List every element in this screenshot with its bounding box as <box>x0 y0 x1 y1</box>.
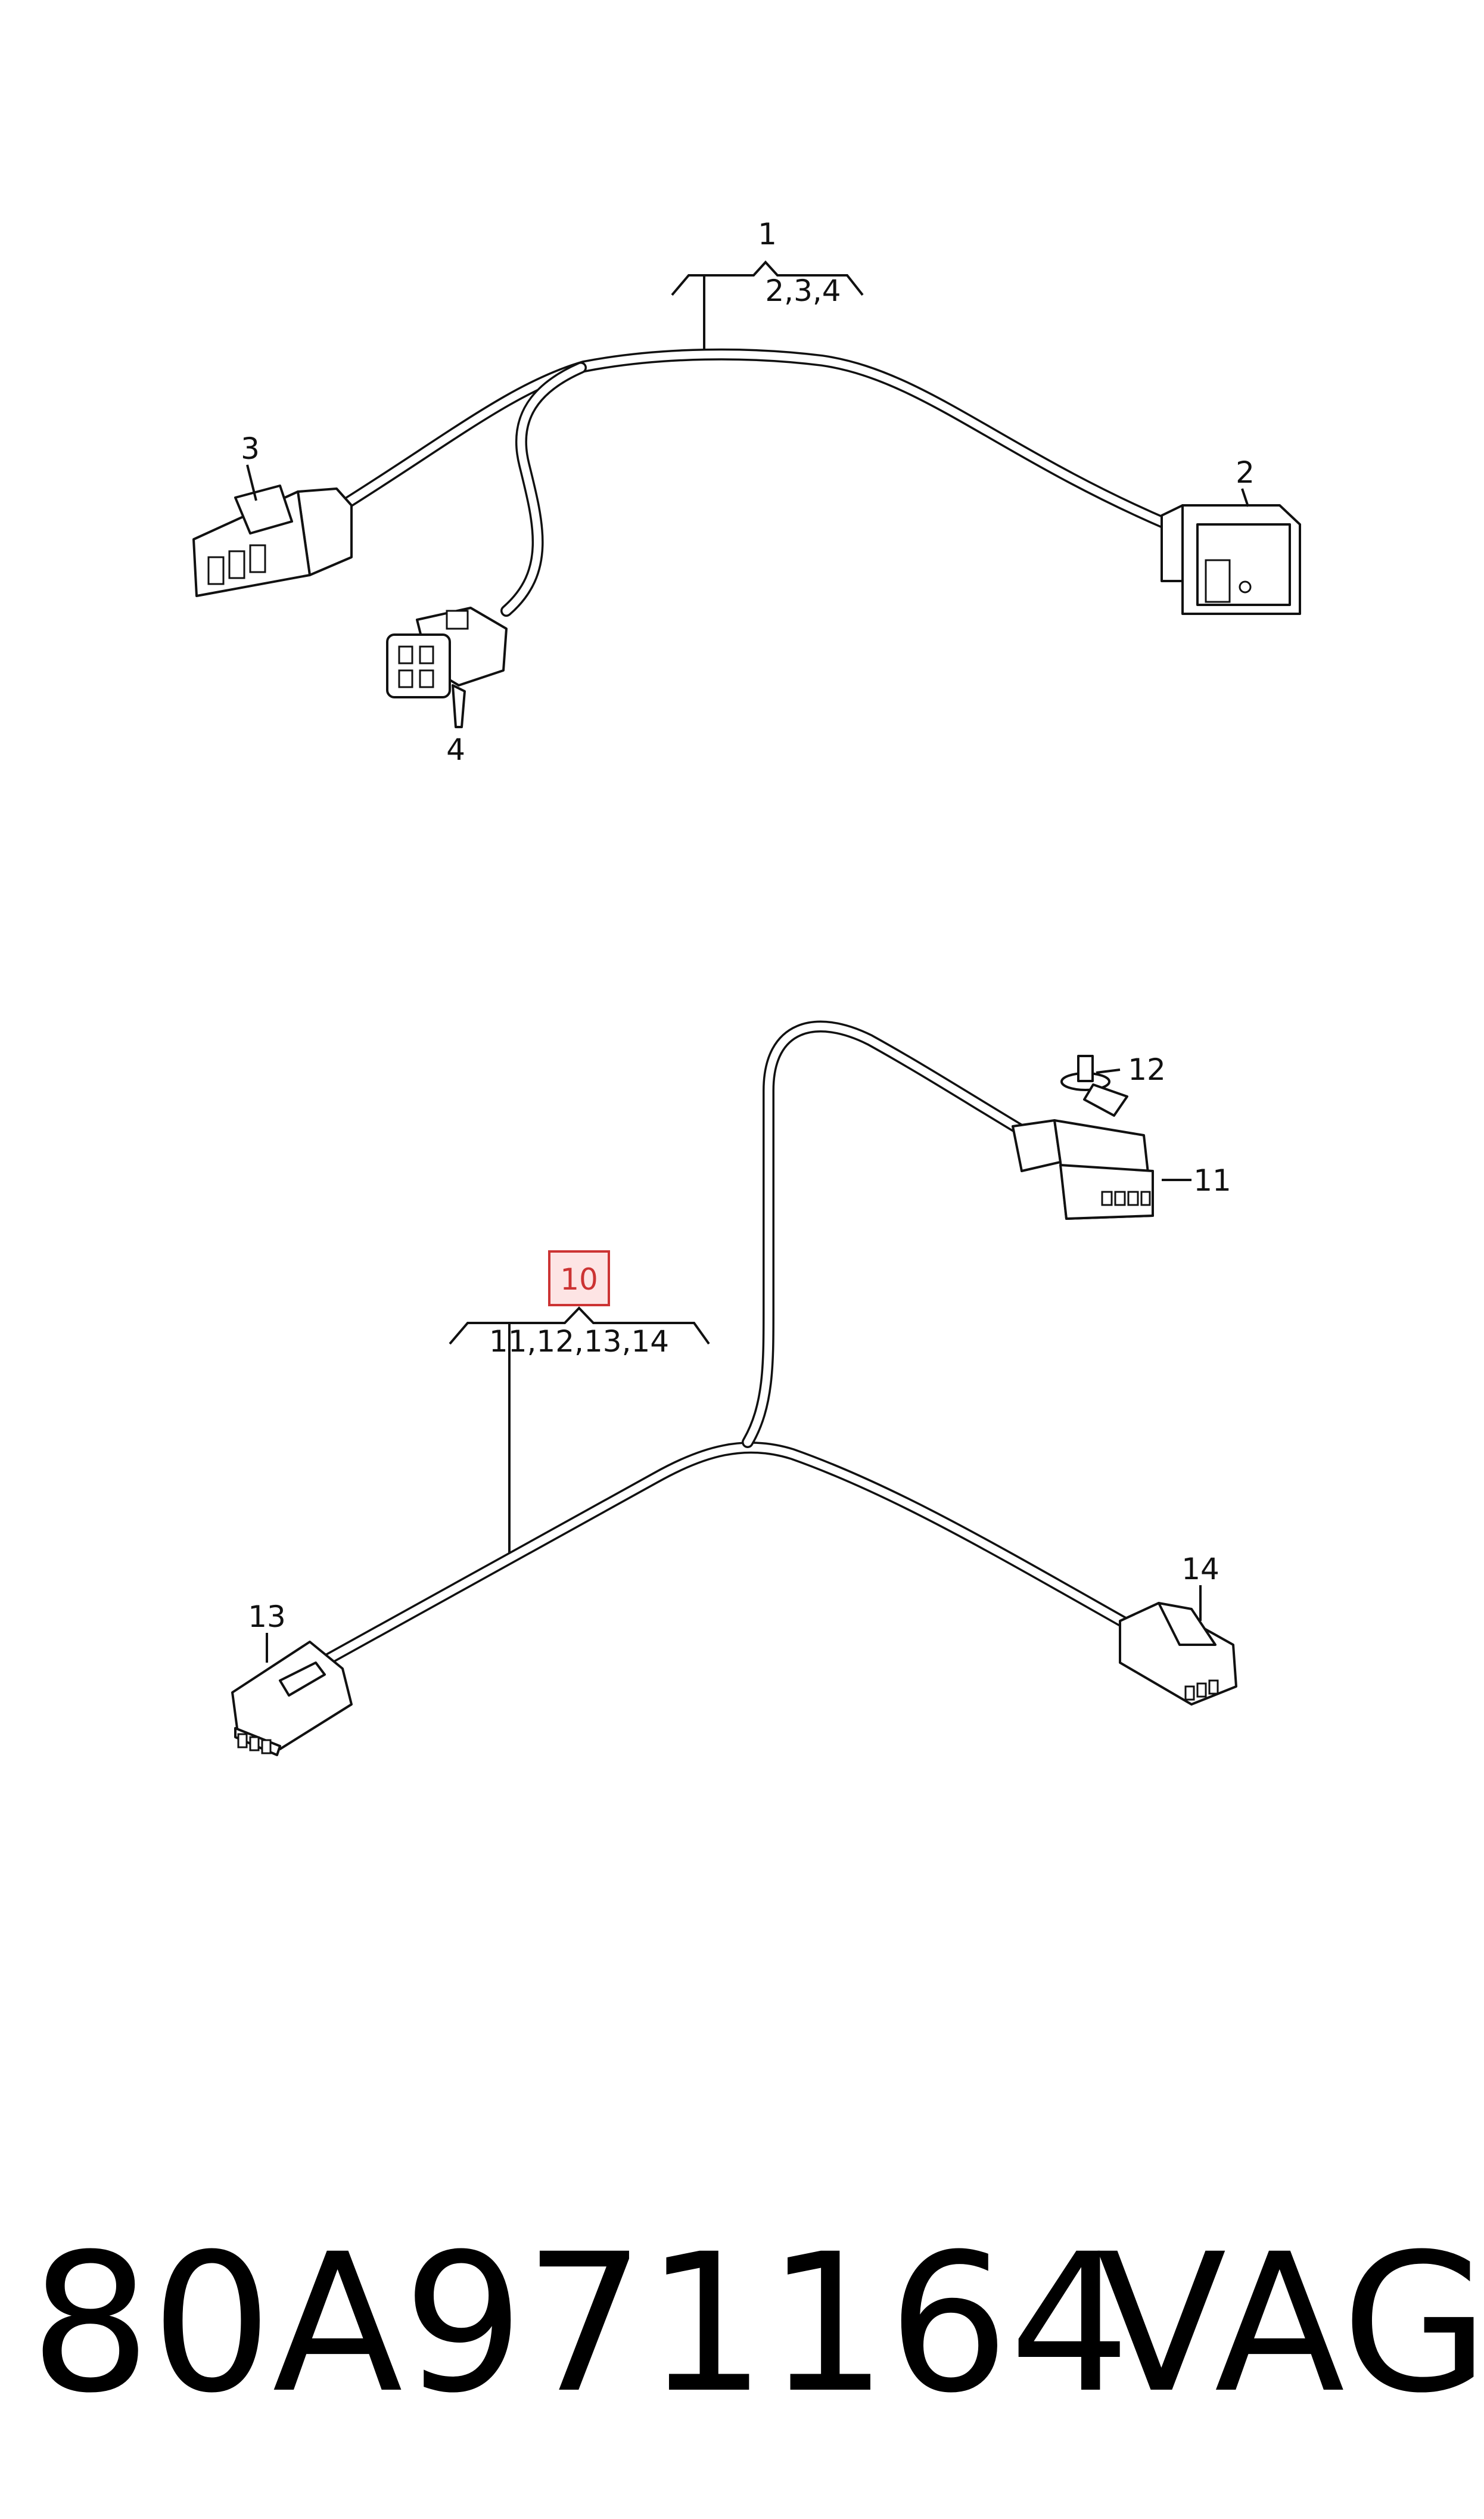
part-11-label: 11 <box>1193 1163 1231 1198</box>
connector-part-3 <box>192 464 353 597</box>
connector-part-2 <box>1161 488 1301 615</box>
footer: 80A971164 VAG <box>0 2205 1484 2455</box>
assembly-1-wires <box>331 348 1174 617</box>
assembly-10-wires <box>316 1020 1138 1669</box>
assembly-1-sublabel: 2,3,4 <box>765 274 841 308</box>
connector-part-11 <box>1012 1119 1191 1220</box>
connector-part-14 <box>1119 1585 1237 1706</box>
part-14-label: 14 <box>1181 1552 1219 1586</box>
pin-part-12 <box>1060 1055 1128 1117</box>
connector-part-13 <box>231 1633 353 1756</box>
assembly-1-label: 1 <box>758 217 777 251</box>
part-4-label: 4 <box>446 732 465 767</box>
assembly-10-sublabel: 11,12,13,14 <box>489 1324 669 1359</box>
harness-assembly-1: 1 2,3,4 2 3 <box>192 217 1301 767</box>
harness-assembly-10: 10 11,12,13,14 11 <box>231 1020 1237 1756</box>
assembly-10-bracket <box>449 1306 710 1561</box>
part-number: 80A971164 <box>30 2213 1131 2435</box>
part-3-label: 3 <box>241 431 260 466</box>
assembly-1-bracket <box>671 260 864 352</box>
connector-part-4 <box>386 607 508 728</box>
part-2-label: 2 <box>1236 455 1255 490</box>
part-13-label: 13 <box>248 1599 286 1634</box>
assembly-10-highlight <box>548 1250 610 1306</box>
brand-name: VAG <box>1096 2213 1484 2435</box>
part-12-label: 12 <box>1128 1052 1166 1087</box>
assembly-10-label: 10 <box>560 1262 598 1297</box>
